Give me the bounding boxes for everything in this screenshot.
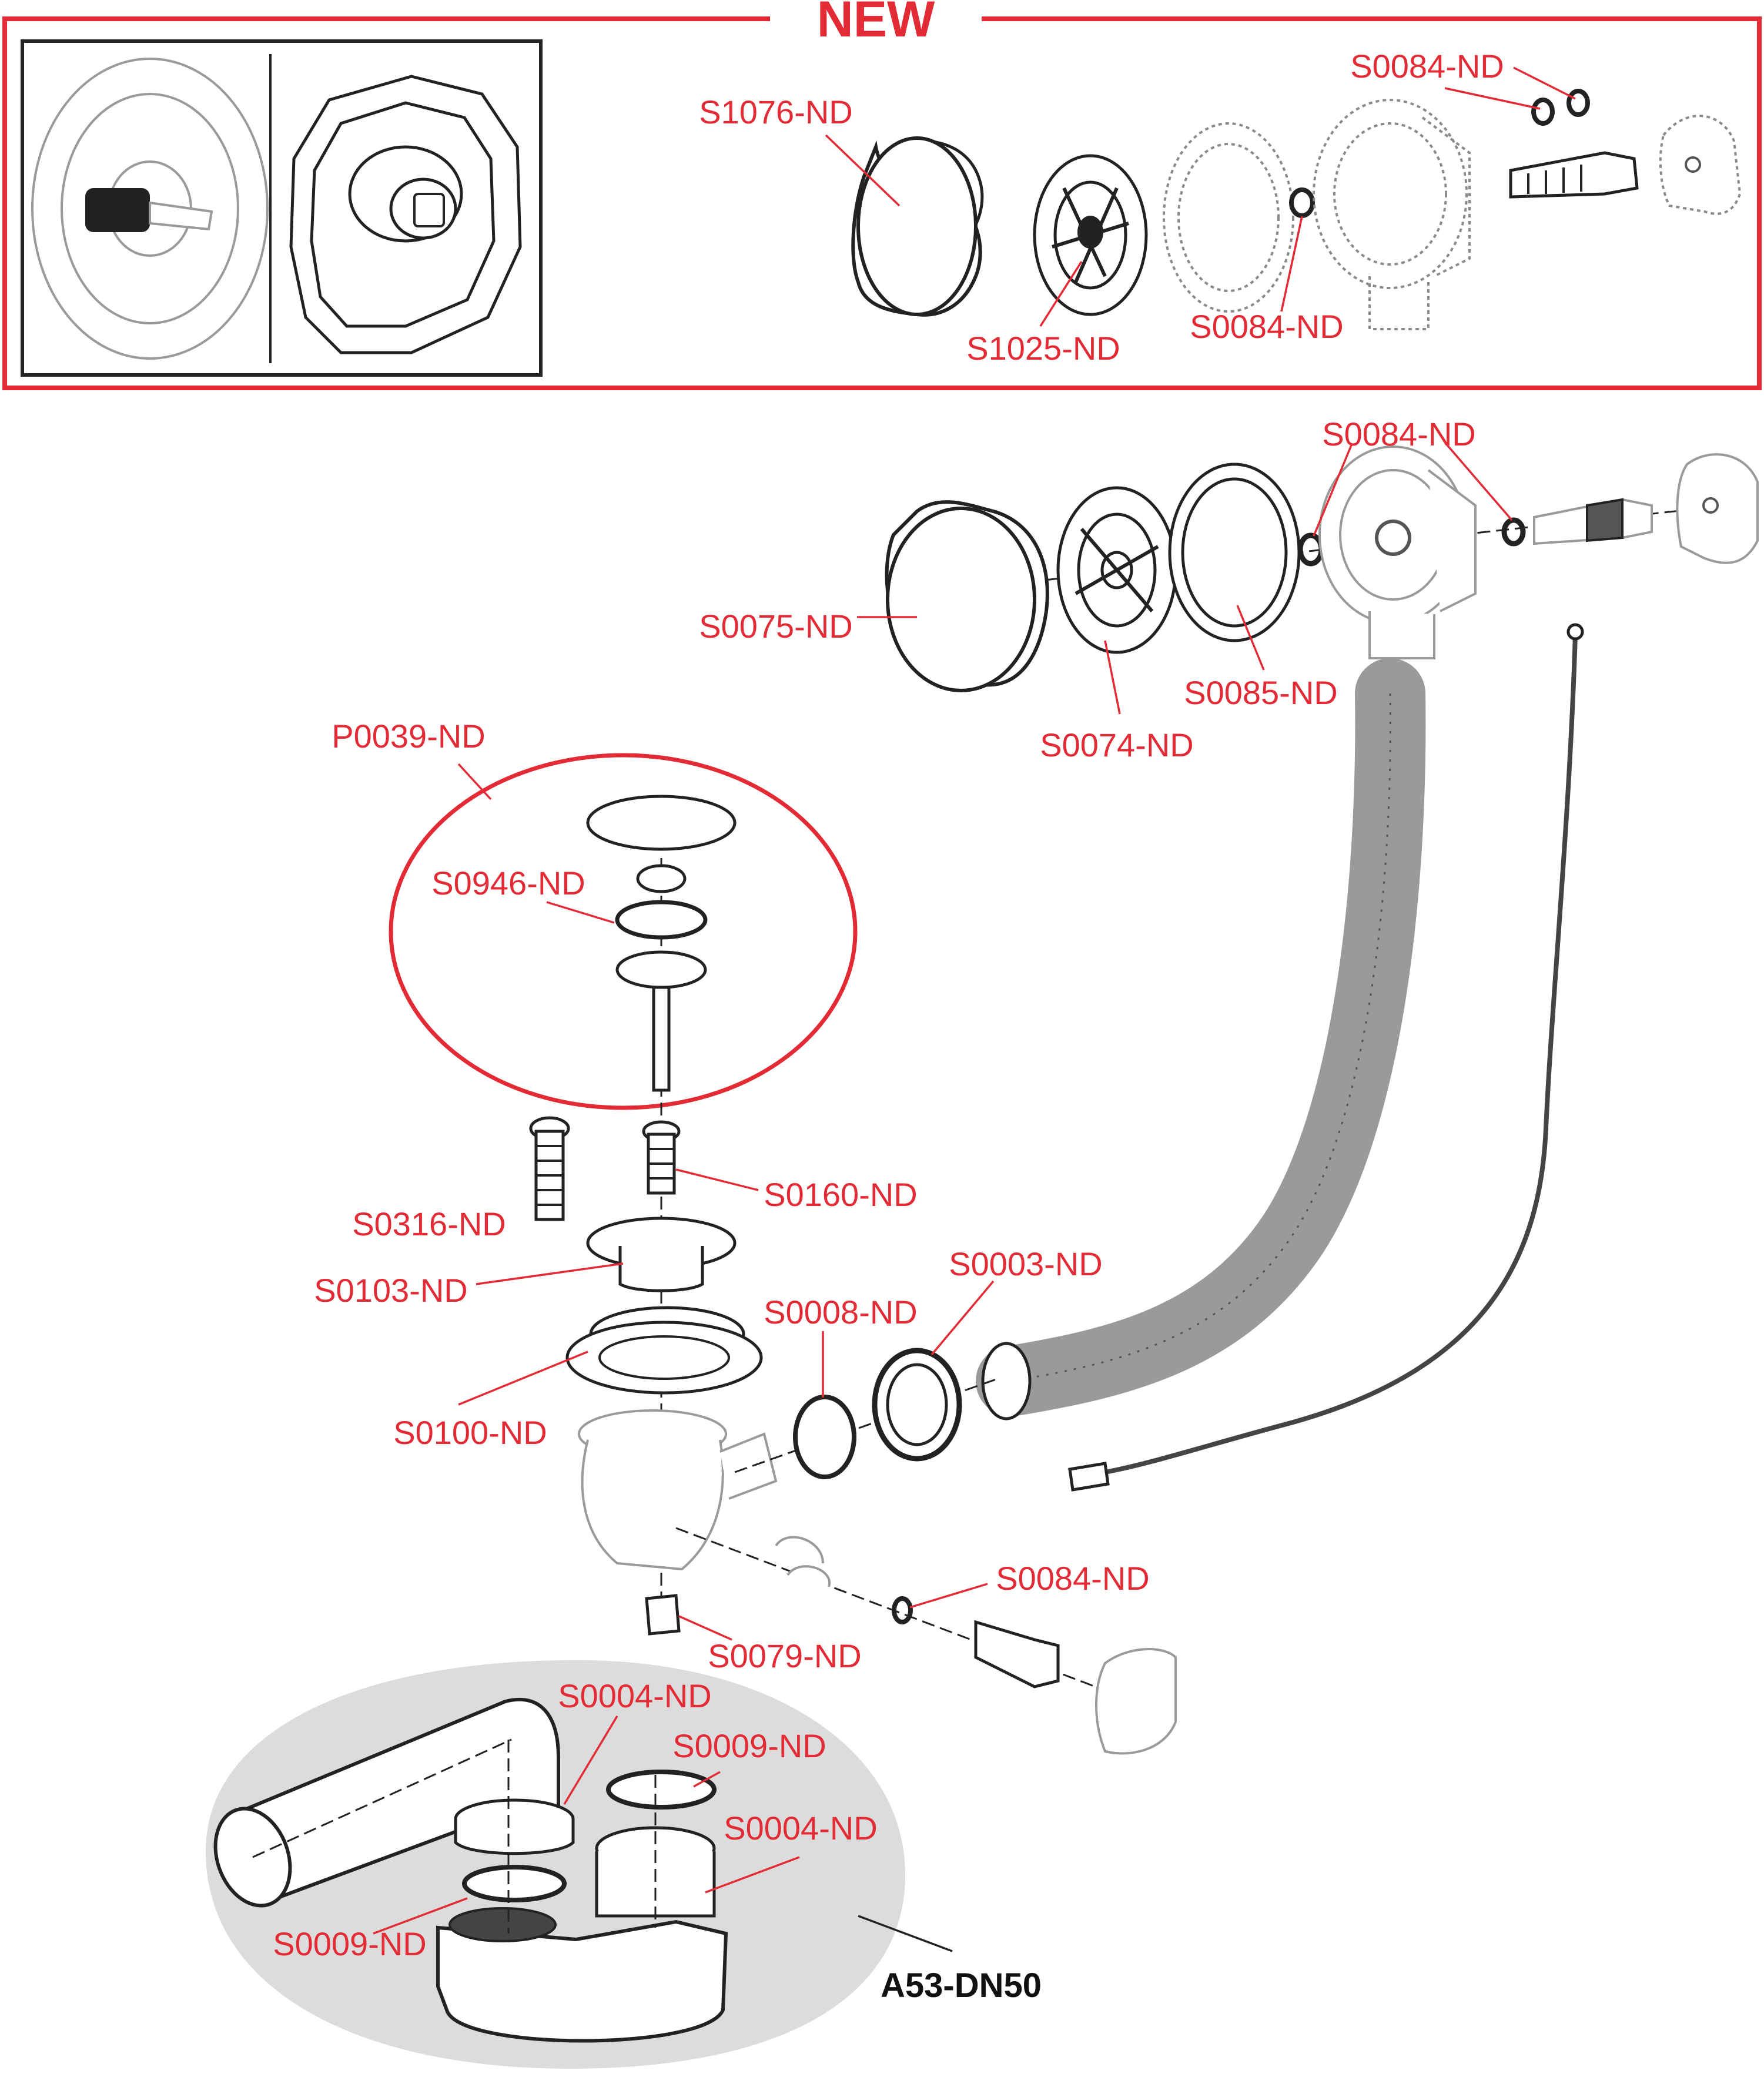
leader-new-s0084-mid — [1280, 216, 1303, 312]
label-s0084-lower: S0084-ND — [996, 1560, 1149, 1597]
leader-s0079 — [678, 1615, 732, 1641]
plug-stem-cap — [636, 864, 687, 893]
valve-spindle — [1533, 498, 1653, 545]
orings-s0084-new-top — [1531, 89, 1590, 126]
oring-s0084-lower — [892, 1596, 913, 1624]
leader-new-s1076 — [825, 134, 901, 207]
plug-disc — [586, 795, 737, 851]
leader-new-s1025 — [1039, 261, 1083, 327]
leader-s0004-left — [563, 1716, 618, 1805]
label-s0160: S0160-ND — [764, 1176, 917, 1213]
label-s0009-bottom: S0009-ND — [273, 1925, 426, 1962]
leader-s0004-right — [705, 1856, 800, 1894]
label-s0003: S0003-ND — [949, 1245, 1102, 1282]
label-p0039: P0039-ND — [332, 718, 485, 755]
screw-s0316 — [529, 1116, 570, 1221]
leader-s0084-lower — [909, 1583, 988, 1609]
label-new-s0084-top: S0084-ND — [1350, 48, 1504, 85]
flange-s0103 — [586, 1217, 737, 1292]
oring-s0084-upper-b — [1501, 517, 1526, 547]
label-a53-dn50: A53-DN50 — [881, 1966, 1042, 2005]
leader-s0009-top — [693, 1771, 721, 1788]
overflow-body-new — [1313, 99, 1471, 330]
label-s0004-left: S0004-ND — [558, 1677, 711, 1714]
overflow-assembly: S0084-ND S0075-ND S0085-ND S0074-ND — [699, 416, 1759, 763]
siphon-nut-right — [595, 1826, 716, 1918]
leader-a53 — [858, 1915, 953, 1952]
overflow-body — [1318, 445, 1477, 659]
hose-connection: S0008-ND S0003-ND — [734, 1245, 1103, 1479]
leader-s0160 — [675, 1168, 759, 1191]
plug-seal-s0946 — [615, 900, 708, 940]
label-s0316: S0316-ND — [352, 1205, 506, 1242]
label-new-s1025: S1025-ND — [966, 330, 1120, 367]
leader-s0074 — [1104, 640, 1121, 715]
spline-shaft — [85, 188, 150, 232]
siphon-inlet-pipe — [213, 1697, 560, 1908]
lower-escutcheon — [1095, 1648, 1177, 1755]
inset-left-rosette — [31, 58, 269, 360]
leader-s0009-bottom — [373, 1897, 468, 1935]
leader-s0084-upper-a — [1313, 443, 1353, 537]
ring-s0008 — [793, 1395, 856, 1479]
label-new-s1076: S1076-ND — [699, 93, 852, 130]
leader-s0100 — [458, 1351, 588, 1406]
label-s0079: S0079-ND — [708, 1637, 861, 1674]
gaskets-s0100 — [565, 1306, 763, 1395]
escutcheon — [1676, 453, 1759, 564]
oring-s0084-new-mid — [1289, 187, 1315, 218]
leader-new-s0084-top-b — [1513, 66, 1576, 100]
waste-body — [578, 1409, 778, 1571]
leader-p0039 — [457, 763, 492, 800]
siphon-a53: S0004-ND S0009-ND S0004-ND S0009-ND A53-… — [206, 1660, 1042, 2069]
plug-rod — [652, 986, 671, 1092]
plug-group-circle — [389, 753, 858, 1110]
linkage — [775, 1536, 831, 1587]
bolt-s0160 — [642, 1120, 681, 1195]
label-s0009-top: S0009-ND — [672, 1727, 826, 1764]
lower-spindle — [974, 1620, 1060, 1688]
nut-s0079 — [645, 1594, 681, 1636]
flexible-hose — [976, 658, 1426, 1420]
label-s0100: S0100-ND — [393, 1414, 547, 1451]
leader-s0946 — [546, 901, 615, 924]
inset-right-cap — [289, 75, 522, 354]
label-new-s0084-mid: S0084-ND — [1190, 308, 1343, 345]
label-s0008: S0008-ND — [764, 1294, 917, 1331]
leader-s0084-upper-b — [1445, 443, 1513, 521]
siphon-trap-body — [436, 1907, 728, 2043]
bowden-cable — [1068, 623, 1584, 1492]
siphon-nut-left — [454, 1798, 575, 1855]
cap-s0075 — [885, 500, 1049, 692]
label-s0103: S0103-ND — [314, 1272, 467, 1309]
cap-s1076 — [851, 136, 984, 317]
leader-s0103 — [476, 1262, 624, 1285]
label-s0074: S0074-ND — [1040, 726, 1193, 763]
lower-spindle-assembly: S0084-ND — [675, 1527, 1177, 1755]
plate-outline-new — [1163, 122, 1294, 313]
plug-washer — [615, 950, 707, 989]
label-s0946: S0946-ND — [431, 865, 585, 902]
new-title: NEW — [817, 0, 935, 48]
new-parts-panel: NEW — [2, 0, 1762, 390]
label-s0004-right: S0004-ND — [724, 1810, 877, 1847]
rosette-s0074 — [1056, 486, 1177, 654]
label-s0075: S0075-ND — [699, 608, 852, 645]
leader-s0085 — [1236, 605, 1265, 671]
leader-s0003 — [930, 1280, 995, 1356]
valve-spindle-new — [1509, 151, 1639, 199]
label-s0084-upper: S0084-ND — [1322, 416, 1475, 453]
label-s0085: S0085-ND — [1184, 674, 1337, 711]
plate-s0085 — [1168, 463, 1301, 642]
plug-assembly: P0039-ND S0946-ND S0316-ND S0160-ND S010… — [314, 718, 917, 1674]
siphon-gasket-left — [462, 1865, 567, 1902]
siphon-gasket-right — [606, 1770, 717, 1810]
leader-new-s0084-top-a — [1444, 87, 1541, 110]
rosette-s1025 — [1033, 154, 1148, 316]
escutcheon-new — [1659, 115, 1742, 215]
